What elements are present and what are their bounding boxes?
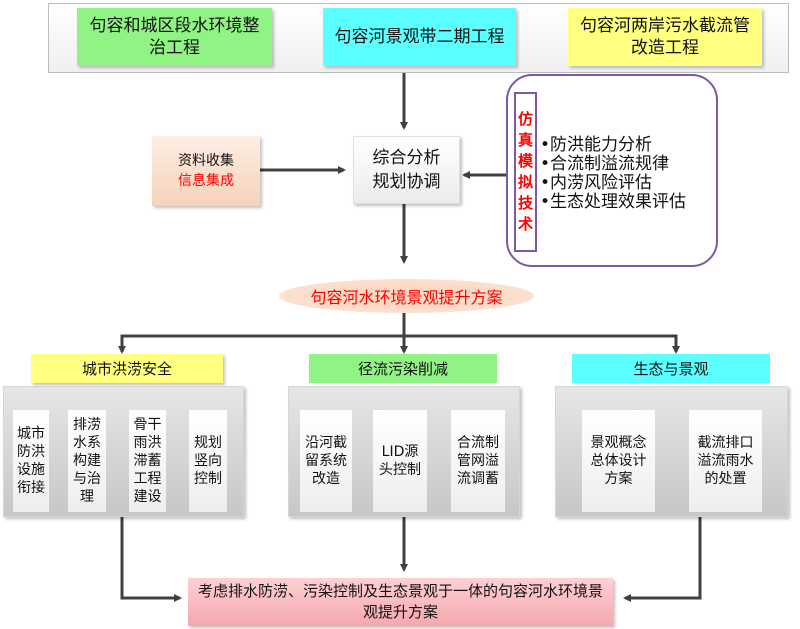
branch-title: 径流污染削减 — [357, 360, 448, 378]
simulation-tech-text: 仿真模拟技术 — [518, 110, 534, 233]
simulation-item: •防洪能力分析 — [540, 135, 653, 155]
card-text: 景观概念总体设计方案 — [590, 435, 647, 487]
analysis-label: 综合分析规划协调 — [372, 148, 441, 192]
card-text: 排涝水系构建与治理 — [73, 417, 101, 505]
branch-card: 规划竖向控制 — [189, 410, 227, 512]
simulation-item: •合流制溢流规律 — [540, 154, 670, 174]
branch-card: 城市防洪设施衔接 — [13, 410, 49, 512]
simulation-item: •生态处理效果评估 — [540, 192, 687, 212]
branch-card: 排涝水系构建与治理 — [68, 410, 106, 512]
simulation-tech-label: 仿真模拟技术 — [514, 92, 537, 252]
card-text: LID源头控制 — [379, 444, 421, 478]
data-collection-box: 资料收集 信息集成 — [152, 136, 260, 206]
data-collection-line2: 信息集成 — [178, 173, 234, 189]
card-text: 沿河截留系统改造 — [305, 435, 347, 487]
simulation-item: •内涝风险评估 — [540, 173, 653, 193]
card-text: 合流制管网溢流调蓄 — [457, 435, 499, 487]
data-collection-line1: 资料收集 — [178, 153, 234, 169]
project-label-2: 句容河景观带二期工程 — [334, 27, 505, 47]
branch-title: 城市洪涝安全 — [81, 360, 172, 378]
branch-card: 沿河截留系统改造 — [300, 410, 352, 512]
final-plan-box: 考虑排水防涝、污染控制及生态景观于一体的句容河水环境景观提升方案 — [188, 578, 613, 626]
branch-header-flood: 城市洪涝安全 — [31, 354, 223, 383]
branch-card: 合流制管网溢流调蓄 — [451, 410, 505, 512]
branch-card: LID源头控制 — [373, 410, 427, 512]
branch-card: 骨干雨洪滞蓄工程建设 — [129, 410, 166, 512]
final-plan-label: 考虑排水防涝、污染控制及生态景观于一体的句容河水环境景观提升方案 — [197, 582, 603, 621]
card-text: 规划竖向控制 — [194, 435, 222, 487]
plan-label: 句容河水环境景观提升方案 — [310, 288, 503, 307]
arrow-branch-1-to-final — [120, 517, 182, 602]
branch-card: 景观概念总体设计方案 — [582, 410, 655, 512]
branch-header-ecology: 生态与景观 — [572, 354, 770, 383]
plan-ellipse: 句容河水环境景观提升方案 — [279, 279, 534, 313]
card-text: 截流排口溢流雨水的处置 — [697, 435, 754, 487]
project-label-3: 句容河两岸污水截流管改造工程 — [580, 16, 750, 58]
project-label-1: 句容和城区段水环境整治工程 — [89, 16, 260, 58]
simulation-panel — [506, 74, 718, 267]
card-text: 城市防洪设施衔接 — [17, 426, 45, 496]
simulation-list: •防洪能力分析 •合流制溢流规律 •内涝风险评估 •生态处理效果评估 — [540, 136, 720, 212]
card-text: 骨干雨洪滞蓄工程建设 — [133, 417, 162, 505]
branch-title: 生态与景观 — [633, 360, 709, 378]
branch-header-pollution: 径流污染削减 — [309, 354, 497, 383]
branch-card: 截流排口溢流雨水的处置 — [689, 410, 762, 512]
project-box-1: 句容和城区段水环境整治工程 — [77, 8, 272, 66]
project-box-3: 句容河两岸污水截流管改造工程 — [568, 8, 762, 66]
arrow-branch-3-to-final — [623, 517, 702, 602]
branch-bus — [120, 334, 678, 349]
project-box-2: 句容河景观带二期工程 — [323, 8, 516, 66]
analysis-box: 综合分析规划协调 — [353, 136, 460, 204]
